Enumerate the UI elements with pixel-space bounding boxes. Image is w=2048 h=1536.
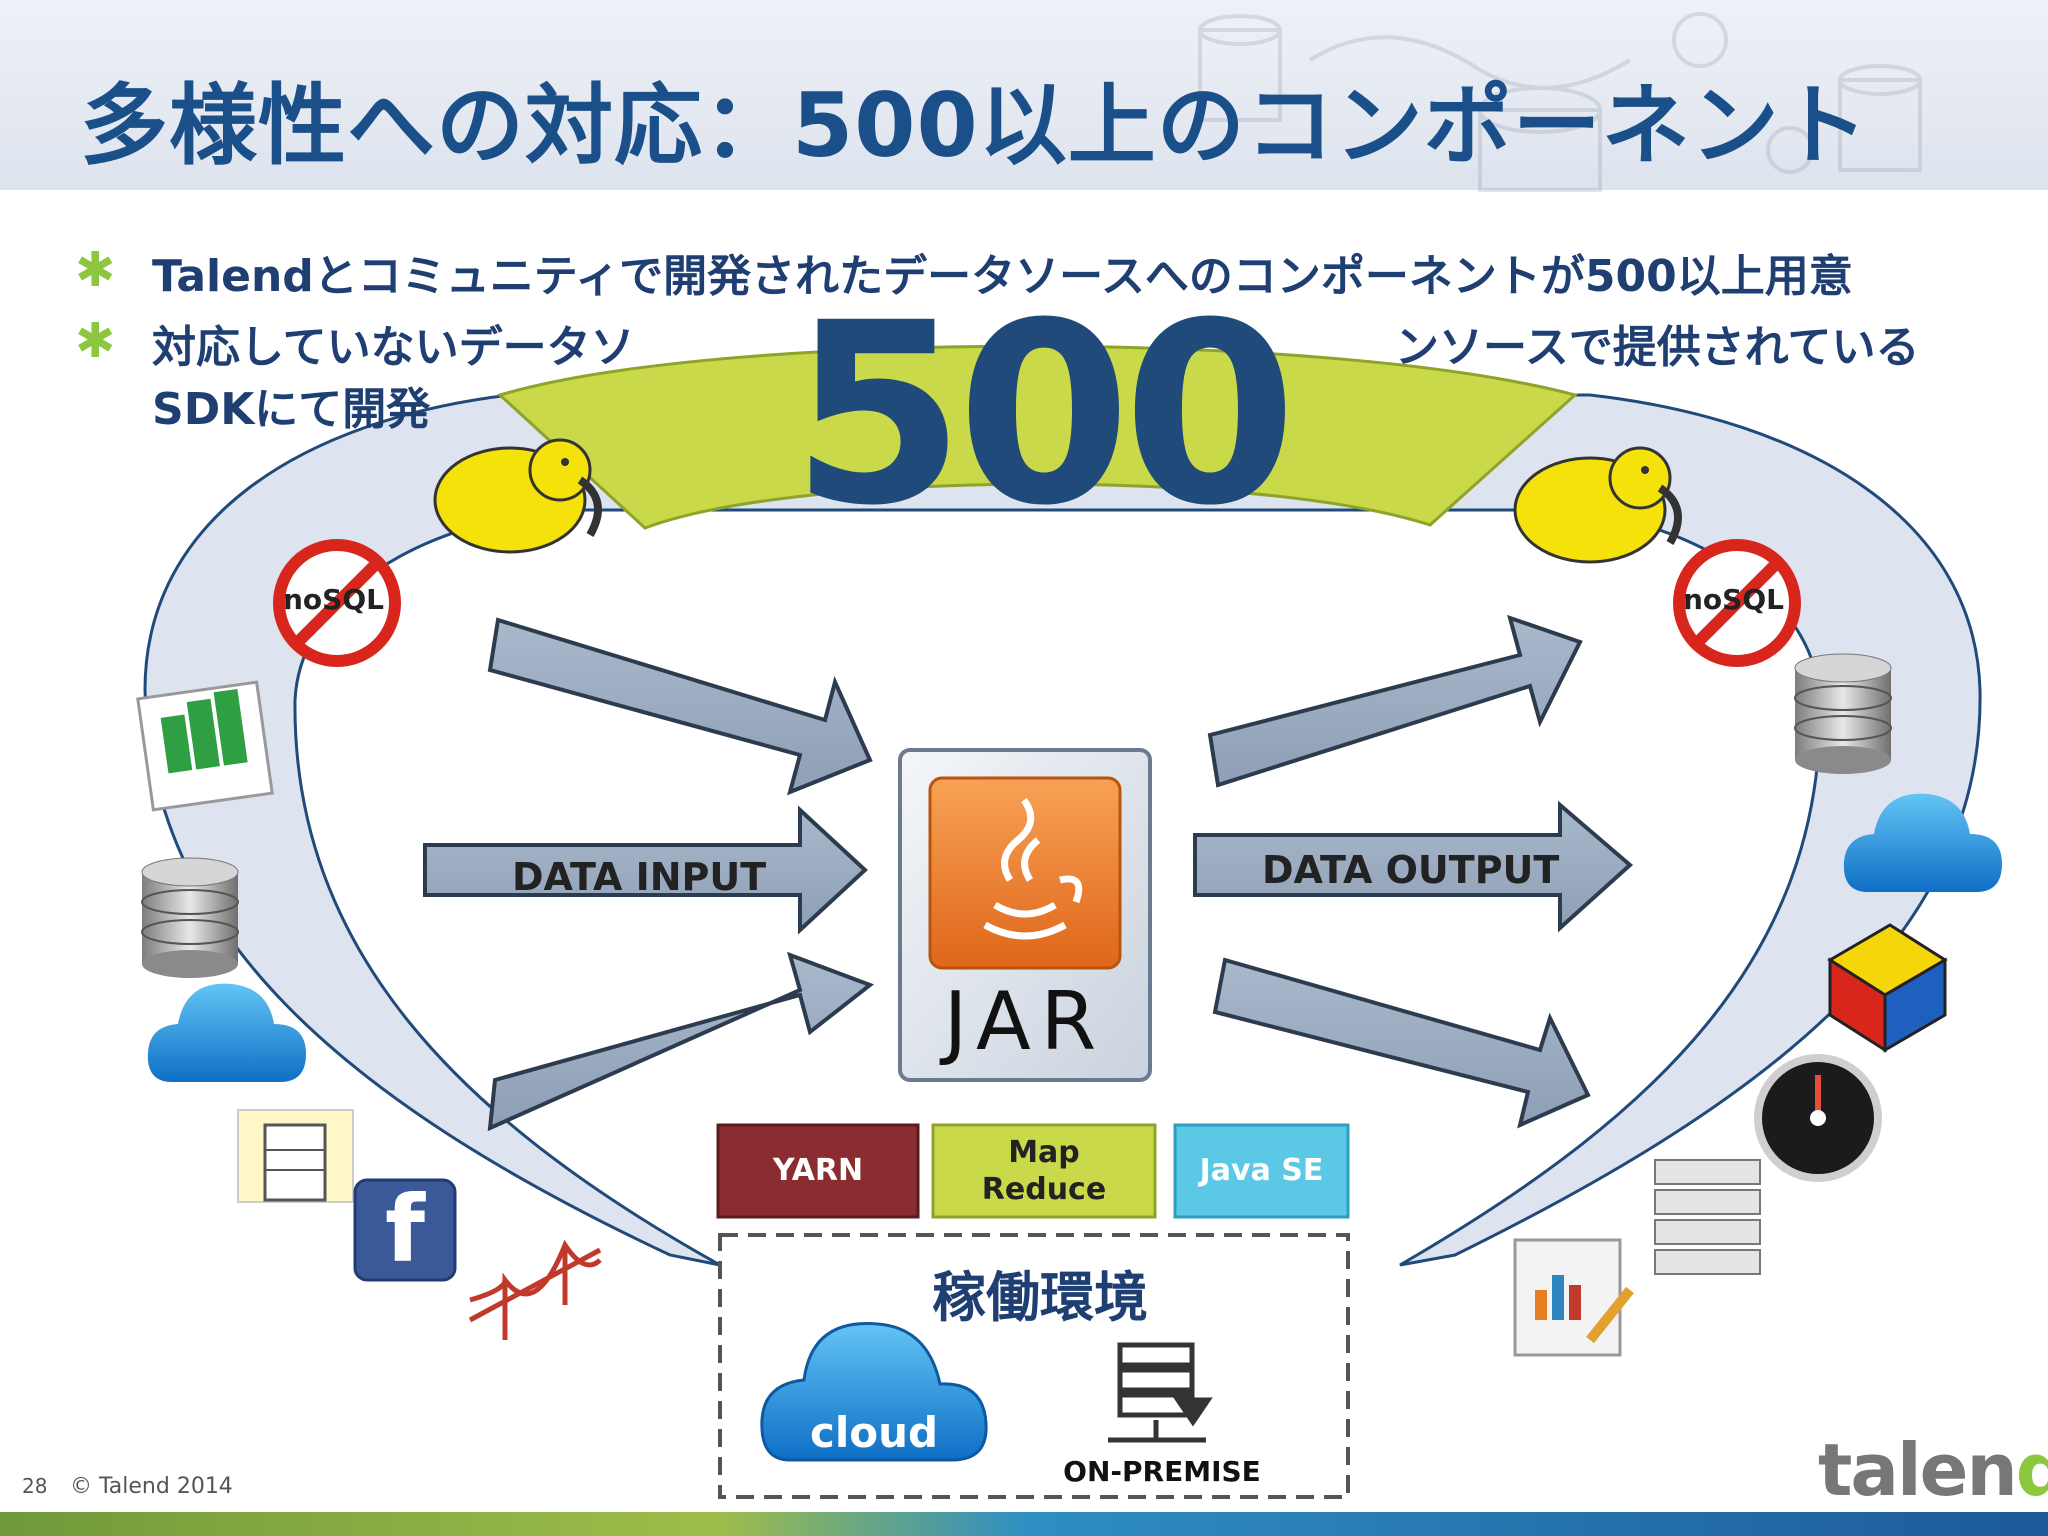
nosql-left-icon <box>273 539 401 667</box>
output-arrow-middle <box>1193 800 1634 933</box>
jar-label: JAR <box>943 975 1107 1068</box>
mapreduce-label: Map Reduce <box>933 1125 1155 1217</box>
runtime-heading: 稼働環境 <box>932 1266 1148 1329</box>
slide-title: 多様性への対応：500以上のコンポーネント <box>80 74 1869 177</box>
cloud-right-icon <box>1843 793 2002 892</box>
office-building-icon <box>237 1109 354 1203</box>
facebook-icon <box>353 1178 457 1282</box>
talend-logo-d: d <box>2015 1428 2048 1512</box>
report-document-icon <box>1513 1238 1634 1357</box>
server-rack-icon <box>1654 1159 1761 1275</box>
nosql-right-label: noSQL <box>1683 583 1784 616</box>
data-input-label: DATA INPUT <box>512 855 767 899</box>
green-band <box>497 344 1579 530</box>
page-number: 28 <box>22 1474 48 1498</box>
database-left-icon <box>141 857 239 978</box>
facebook-letter: f <box>384 1176 426 1283</box>
bullet-icon-1: ✱ <box>75 242 116 298</box>
rubik-cube-icon <box>1827 923 1948 1053</box>
hadoop-elephant-right-icon <box>1513 446 1682 564</box>
copyright: © Talend 2014 <box>70 1474 233 1499</box>
bottom-strip <box>0 1512 2048 1536</box>
dashboard-gauge-icon <box>1754 1054 1882 1182</box>
golden-gate-bridge-icon <box>468 1239 602 1340</box>
server-icon <box>1108 1342 1213 1443</box>
talend-logo: talend* <box>1818 1428 2048 1512</box>
nosql-left-label: noSQL <box>283 583 384 616</box>
javase-label: Java SE <box>1199 1153 1324 1189</box>
header-band <box>0 0 2048 190</box>
mapreduce-label-line2: Reduce <box>981 1172 1107 1207</box>
output-arrows <box>1193 614 1634 1129</box>
nosql-right-icon <box>1673 539 1801 667</box>
input-arrow-middle <box>423 805 868 935</box>
bullet-text-2c: SDKにて開発 <box>152 384 431 435</box>
javase-box <box>1173 1123 1350 1219</box>
spreadsheet-icon <box>136 680 274 812</box>
jar-icon <box>898 748 1152 1082</box>
input-arrows <box>423 617 875 1132</box>
bullet-text-2b: ンソースで提供されている <box>1395 322 1920 373</box>
cloud-runtime-icon <box>760 1321 988 1462</box>
input-arrow-bottom <box>487 951 875 1132</box>
bullet-text-1: Talendとコミュニティで開発されたデータソースへのコンポーネントが500以上… <box>152 251 1853 302</box>
output-arrow-top <box>1207 614 1583 788</box>
mapreduce-label-line1: Map <box>1008 1134 1080 1170</box>
onpremise-label: ON-PREMISE <box>1063 1455 1261 1488</box>
cloud-left-icon <box>147 983 306 1082</box>
database-right-icon <box>1794 653 1892 774</box>
data-output-label: DATA OUTPUT <box>1262 848 1560 892</box>
bullet-icon-2: ✱ <box>75 313 116 369</box>
yarn-box <box>716 1123 920 1219</box>
bullet-text-2a: 対応していないデータソ <box>152 322 635 373</box>
hadoop-elephant-left-icon <box>433 438 602 554</box>
component-count: 500 <box>791 269 1297 560</box>
talend-logo-text: talen <box>1818 1428 2018 1512</box>
input-arrow-top <box>487 617 873 796</box>
yarn-label: YARN <box>772 1153 864 1189</box>
output-arrow-bottom <box>1212 957 1591 1129</box>
header-decoration <box>1198 12 1922 192</box>
cloud-label: cloud <box>809 1408 939 1457</box>
runtime-environment-frame <box>718 1233 1350 1499</box>
mapreduce-box <box>931 1123 1157 1219</box>
